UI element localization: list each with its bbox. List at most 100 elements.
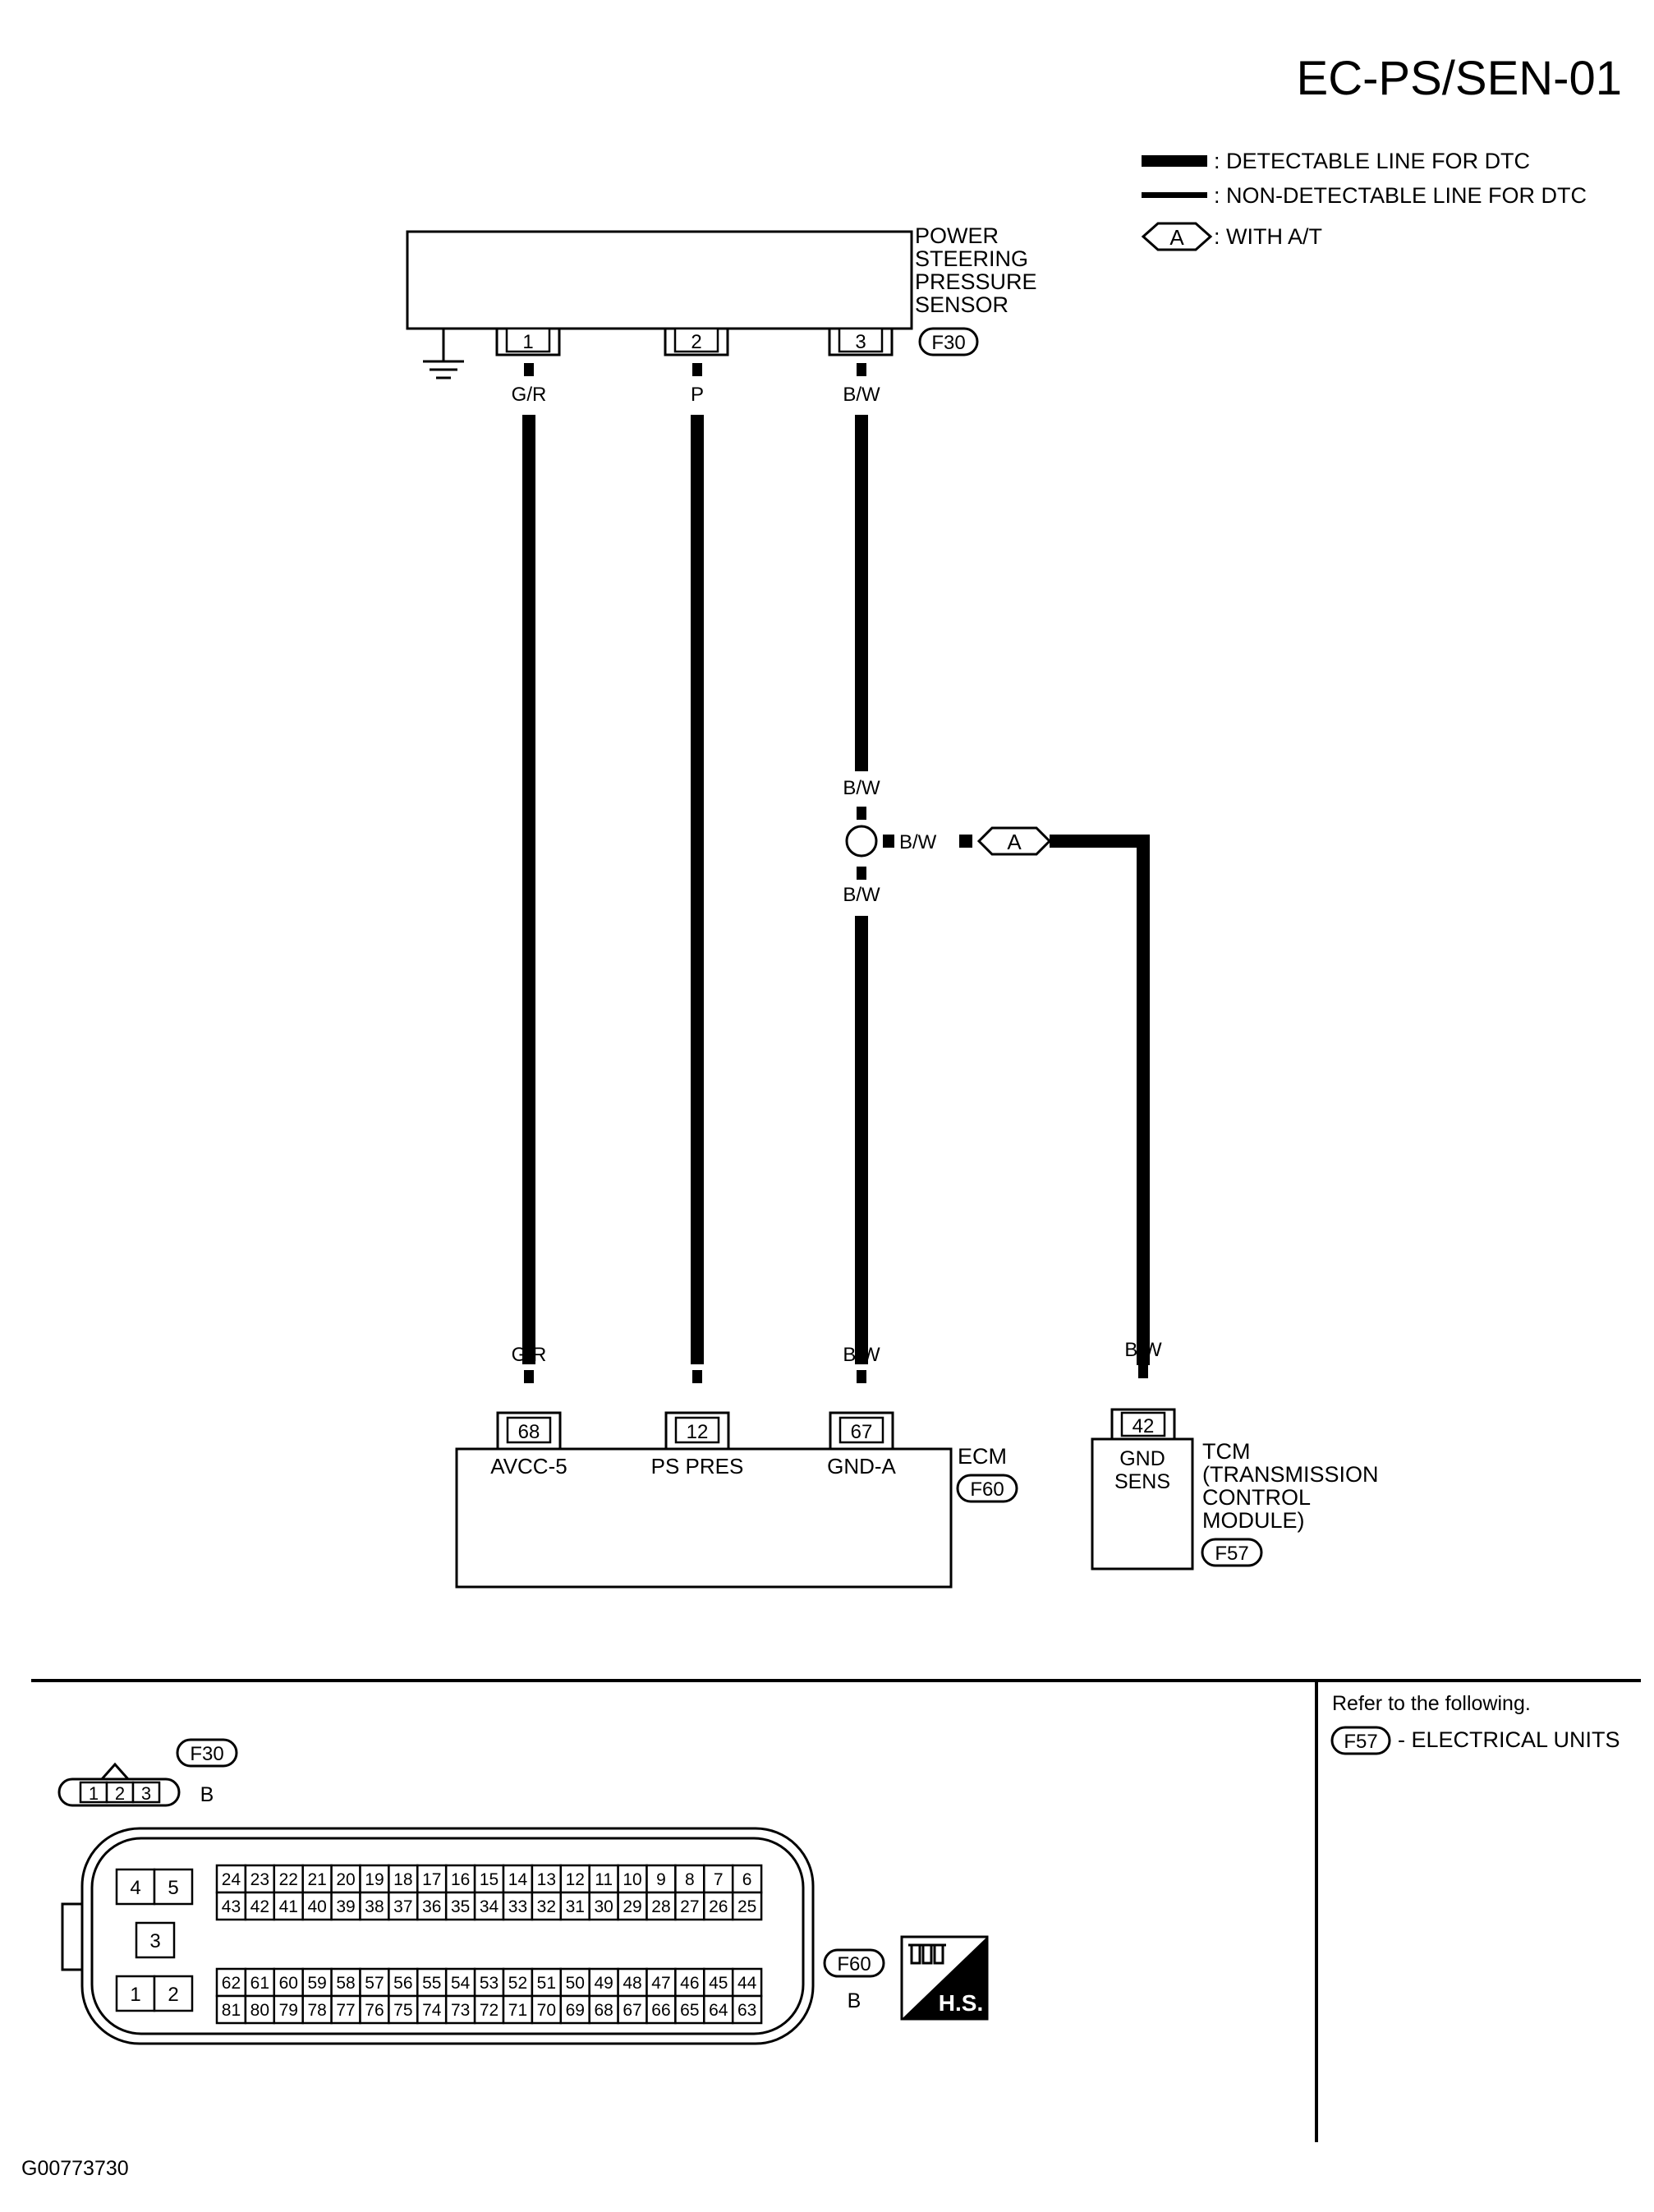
wire-label-splice-above: B/W xyxy=(843,777,880,799)
f60-pin-57: 57 xyxy=(365,1974,384,1993)
f60-pin-cell xyxy=(273,1967,304,1998)
tcm-name-line-4: MODULE) xyxy=(1202,1508,1305,1533)
f60-pin-66: 66 xyxy=(651,2001,670,2020)
sensor-name-line-2: STEERING xyxy=(915,246,1028,271)
f60-pin-76: 76 xyxy=(365,2001,384,2020)
option-hexagon-icon xyxy=(1141,222,1213,251)
f60-color: B xyxy=(848,1989,861,2012)
legend-detectable-label: : DETECTABLE LINE FOR DTC xyxy=(1214,149,1530,173)
wire-g-r xyxy=(522,415,535,1364)
f60-pin-55: 55 xyxy=(422,1974,441,1993)
f60-pin-5: 5 xyxy=(168,1877,178,1899)
ecm-pin-12: 12 xyxy=(664,1411,730,1449)
tcm-body xyxy=(1091,1437,1194,1570)
f60-pin-cell xyxy=(473,1967,505,1998)
f60-pin-61: 61 xyxy=(250,1974,269,1993)
ecm-pin-68-label: 68 xyxy=(518,1421,540,1443)
f60-pin-71: 71 xyxy=(508,2001,527,2020)
f60-pin-cell xyxy=(703,1967,734,1998)
f60-pin-53: 53 xyxy=(480,1974,498,1993)
f60-pin-54: 54 xyxy=(451,1974,471,1993)
f30-tag xyxy=(176,1738,238,1768)
sensor-pin-2: 2 xyxy=(664,327,729,356)
f30-connector-view: 1 2 3 F30 B xyxy=(57,1738,238,1807)
f60-housing-inner xyxy=(90,1837,805,2035)
wire-label-p-bottom: P xyxy=(691,1344,704,1366)
f60-pin-27: 27 xyxy=(680,1897,699,1916)
f60-pin-46: 46 xyxy=(680,1974,699,1993)
f60-pin-cell xyxy=(388,1967,419,1998)
f60-pin-50: 50 xyxy=(566,1974,585,1993)
wire-label-b-w-top: B/W xyxy=(843,384,880,406)
f60-pin-62: 62 xyxy=(222,1974,241,1993)
splice-option-symbol: A xyxy=(1007,830,1022,854)
f60-pin-14: 14 xyxy=(508,1870,528,1889)
f60-pin-13: 13 xyxy=(537,1870,556,1889)
wire-b-w-lower xyxy=(855,916,868,1364)
sensor-pin-3: 3 xyxy=(828,327,894,356)
f60-pin-cell xyxy=(244,1994,276,2025)
sensor-body xyxy=(406,230,913,330)
tcm-connector-tag xyxy=(1201,1538,1263,1567)
f30-housing xyxy=(57,1777,181,1807)
ecm-terminal-ps-pres: PS PRES xyxy=(651,1454,744,1478)
ecm-connector-tag xyxy=(956,1474,1018,1503)
f60-pin-79: 79 xyxy=(279,2001,298,2020)
ps-pressure-sensor: POWER STEERING PRESSURE SENSOR 1 2 3 xyxy=(406,223,1037,379)
tcm-name-line-1: TCM xyxy=(1202,1439,1250,1464)
f60-pin-cell xyxy=(731,1891,763,1921)
f60-pin-73: 73 xyxy=(451,2001,470,2020)
f60-pin-75: 75 xyxy=(393,2001,412,2020)
f60-pin-32: 32 xyxy=(537,1897,556,1916)
f60-tag xyxy=(823,1948,885,1978)
sensor-pin-3-label: 3 xyxy=(855,331,866,353)
legend: : DETECTABLE LINE FOR DTC : NON-DETECTAB… xyxy=(1141,149,1587,251)
f60-pin-22: 22 xyxy=(279,1870,298,1889)
f60-pin-18: 18 xyxy=(393,1870,412,1889)
f60-pin-2: 2 xyxy=(168,1984,178,2006)
f60-pin-67: 67 xyxy=(623,2001,641,2020)
f60-pin-7: 7 xyxy=(714,1870,724,1889)
f60-pin-38: 38 xyxy=(365,1897,384,1916)
wire-label-splice-below: B/W xyxy=(843,884,880,906)
refer-intro: Refer to the following. xyxy=(1332,1692,1531,1715)
f30-tag-id: F30 xyxy=(190,1743,223,1765)
f60-pin-cell xyxy=(617,1864,648,1894)
f60-pin-34: 34 xyxy=(480,1897,499,1916)
f30-color: B xyxy=(200,1783,214,1806)
f60-pin-10: 10 xyxy=(623,1870,641,1889)
f60-pin-cell xyxy=(674,1891,705,1921)
f60-side-key xyxy=(61,1902,82,1971)
f60-pin-26: 26 xyxy=(709,1897,728,1916)
sensor-name-line-4: SENSOR xyxy=(915,292,1008,317)
tcm-pin-42: 42 xyxy=(1110,1408,1176,1439)
hs-symbol-icon: H.S. xyxy=(900,1935,989,2021)
f60-pin-28: 28 xyxy=(651,1897,670,1916)
sensor-connector-tag xyxy=(918,327,979,356)
legend-option-label: : WITH A/T xyxy=(1214,224,1322,249)
wire-label-g-r-bottom: G/R xyxy=(512,1344,547,1366)
f60-pin-43: 43 xyxy=(222,1897,241,1916)
f60-pin-cell xyxy=(559,1891,590,1921)
f60-pin-30: 30 xyxy=(594,1897,613,1916)
wire-p xyxy=(691,415,704,1364)
f60-pin-37: 37 xyxy=(393,1897,412,1916)
refer-text: - ELECTRICAL UNITS xyxy=(1398,1727,1620,1752)
f60-pin-cell xyxy=(617,1891,648,1921)
f60-pin-51: 51 xyxy=(537,1974,556,1993)
f60-pin-63: 63 xyxy=(737,2001,756,2020)
f60-pin-cell xyxy=(731,1994,763,2025)
f60-pin-cell xyxy=(473,1994,505,2025)
f60-pin-9: 9 xyxy=(656,1870,666,1889)
f60-pin-35: 35 xyxy=(451,1897,470,1916)
sensor-pin-1-label: 1 xyxy=(522,331,533,353)
f60-pin-cell xyxy=(703,1891,734,1921)
f60-pin-65: 65 xyxy=(680,2001,699,2020)
hs-label: H.S. xyxy=(939,1990,983,2016)
f60-pin-12: 12 xyxy=(566,1870,585,1889)
f60-pin-cell xyxy=(531,1967,563,1998)
wire-b-w-to-tcm xyxy=(1050,835,1150,1365)
f60-pin-19: 19 xyxy=(365,1870,384,1889)
f60-pin-15: 15 xyxy=(480,1870,498,1889)
